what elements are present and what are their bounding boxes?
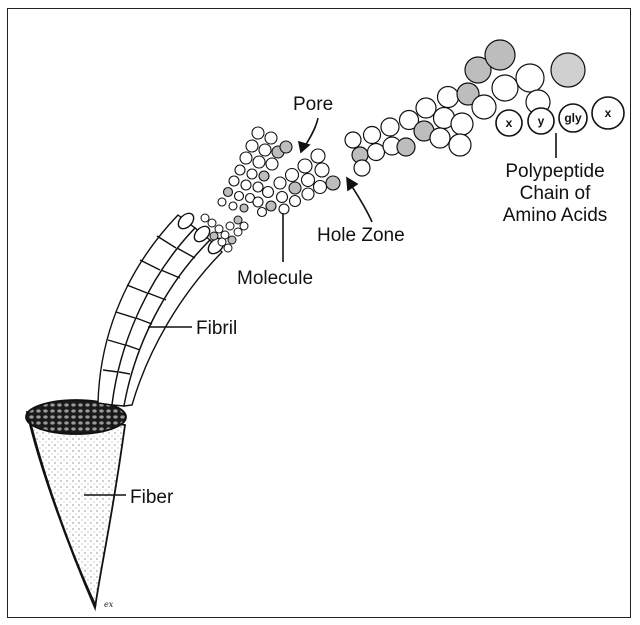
molecule-label: Molecule [237,268,313,289]
polypeptide-helix [345,40,585,176]
amino-acid-label: x [506,116,513,130]
polypeptide-label-line1: Polypeptide [505,161,604,182]
amino-acid-label: y [538,114,545,128]
fiber-label: Fiber [130,487,174,508]
fibril-bundle [98,210,227,406]
pore-label: Pore [293,94,333,115]
fibril-label: Fibril [196,318,237,339]
artist-signature: ex [104,600,114,609]
hole-zone-label: Hole Zone [317,225,405,246]
polypeptide-label-line3: Amino Acids [503,205,608,226]
fiber [26,400,126,608]
hole-zone-arrowhead [347,178,357,190]
pore-arrowhead [299,142,309,152]
amino-acid-label: x [605,106,612,120]
polypeptide-label-line2: Chain of [520,183,591,204]
molecule-center-cluster [253,149,340,217]
pore-arrow [305,118,318,146]
amino-acid-label: gly [564,111,582,125]
amino-acid-chain: x y gly x [496,97,624,136]
hole-zone-arrow [351,185,372,222]
